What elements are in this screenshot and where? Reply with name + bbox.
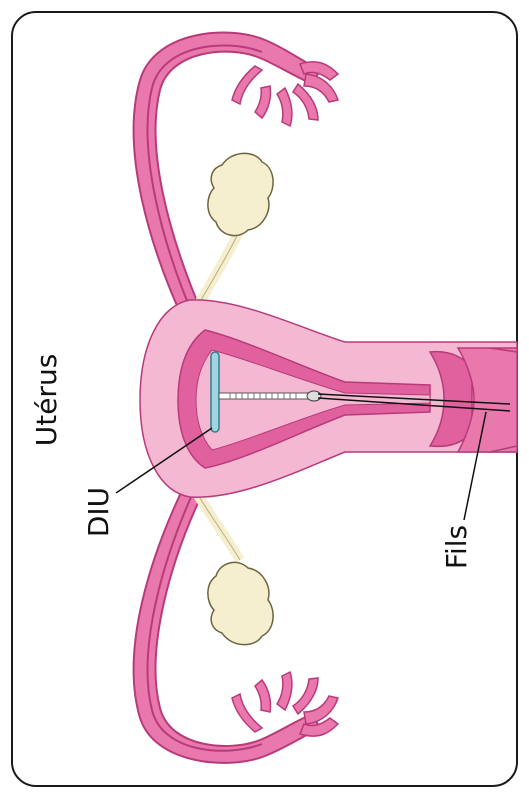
iud-tip	[307, 391, 321, 401]
iud-label: DIU	[82, 487, 115, 537]
uterus-label: Utérus	[30, 354, 63, 447]
strings-label: Fils	[440, 525, 473, 569]
iud-arms	[211, 352, 219, 432]
iud-stem	[219, 393, 311, 399]
